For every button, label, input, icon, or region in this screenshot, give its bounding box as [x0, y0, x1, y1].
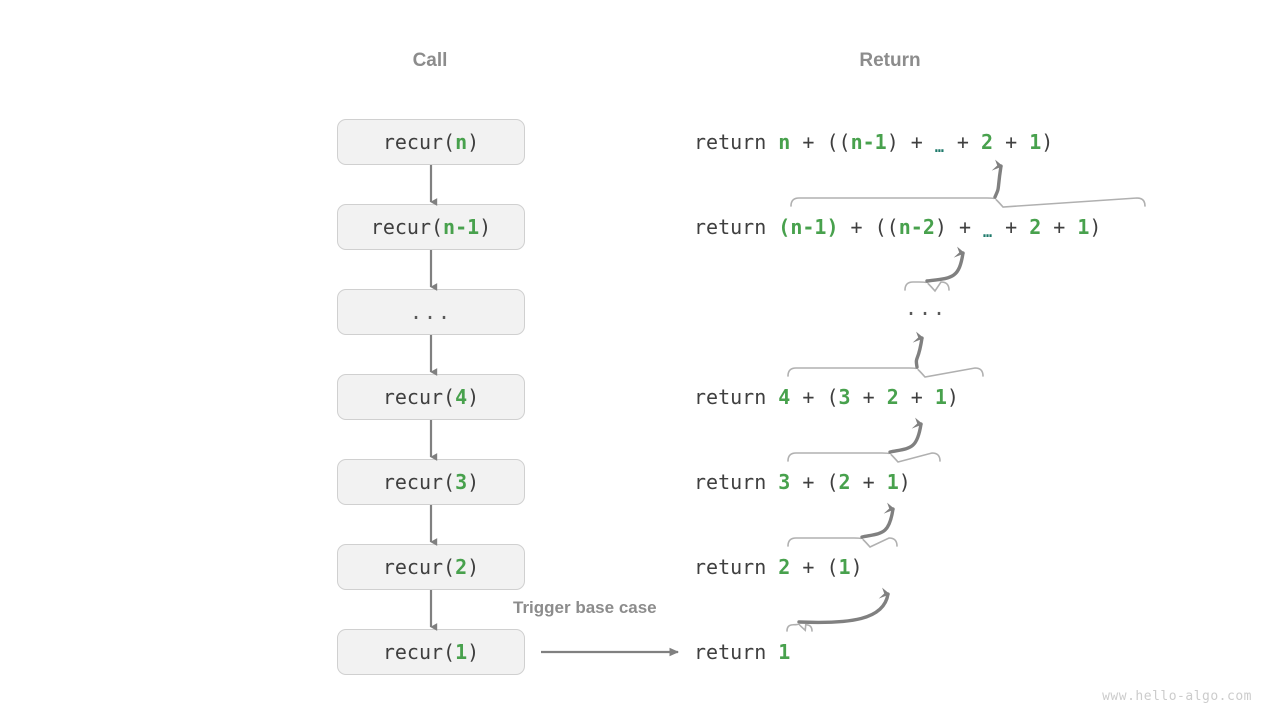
call-box-fn-name: recur(: [382, 555, 456, 579]
call-box-arg: 3: [455, 470, 468, 494]
expr-value: n-2: [898, 215, 935, 239]
call-box-arg: n-1: [443, 215, 480, 239]
expr-operator: + (: [790, 555, 839, 579]
expr-value: 2: [838, 470, 851, 494]
call-box-paren-close: ): [467, 130, 480, 154]
call-box-fn-name: recur(: [382, 470, 456, 494]
expr-operator: + (: [790, 470, 839, 494]
return-line-2: return 2 + (1): [694, 544, 863, 590]
call-box-fn-name: recur(: [382, 640, 456, 664]
expr-value: 1: [1029, 130, 1042, 154]
expr-value: 1: [886, 470, 899, 494]
expr-operator: + (: [790, 385, 839, 409]
return-arrow-2-to-3: [860, 502, 895, 539]
call-box-recur-n-1[interactable]: recur(n-1): [337, 204, 525, 250]
expr-operator: +: [1041, 215, 1078, 239]
watermark: www.hello-algo.com: [1102, 689, 1252, 704]
call-box-recur-n[interactable]: recur(n): [337, 119, 525, 165]
expr-ellipsis: …: [983, 223, 994, 241]
call-box-fn-name: recur(: [382, 385, 456, 409]
return-keyword: return: [694, 215, 779, 239]
return-arrow-3-to-4: [888, 417, 923, 454]
return-line-3: return 3 + (2 + 1): [694, 459, 911, 505]
brace-return-1: [786, 623, 813, 632]
call-box-paren-close: ): [467, 555, 480, 579]
return-keyword: return: [694, 555, 779, 579]
return-arrow-dots-to-2: [925, 246, 965, 283]
expr-value: 1: [934, 385, 947, 409]
expr-operator: ): [1041, 130, 1054, 154]
expr-value: 2: [886, 385, 899, 409]
call-box-fn-name: recur(: [382, 130, 456, 154]
expr-operator: ) +: [934, 215, 984, 239]
expr-value: 1: [838, 555, 851, 579]
expr-value: 4: [778, 385, 791, 409]
call-box-recur-4[interactable]: recur(4): [337, 374, 525, 420]
call-box-arg: 1: [455, 640, 468, 664]
call-box-paren-close: ): [467, 385, 480, 409]
expr-value: 1: [1077, 215, 1090, 239]
expr-value: (n-1): [778, 215, 839, 239]
call-box-recur-3[interactable]: recur(3): [337, 459, 525, 505]
return-line-n-1: return (n-1) + ((n-2) + … + 2 + 1): [694, 204, 1101, 250]
expr-value: 3: [838, 385, 851, 409]
call-box-ellipsis[interactable]: ...: [337, 289, 525, 335]
call-box-arg: 4: [455, 385, 468, 409]
expr-operator: +: [993, 130, 1030, 154]
expr-value: 3: [778, 470, 791, 494]
call-box-arg: n: [455, 130, 468, 154]
call-box-recur-2[interactable]: recur(2): [337, 544, 525, 590]
expr-operator: + ((: [790, 130, 851, 154]
call-box-recur-1[interactable]: recur(1): [337, 629, 525, 675]
expr-value: 2: [981, 130, 994, 154]
return-keyword: return: [694, 385, 779, 409]
return-keyword: return: [694, 640, 779, 664]
call-box-paren-close: ): [467, 640, 480, 664]
expr-operator: ): [898, 470, 911, 494]
column-header-return: Return: [859, 50, 921, 71]
trigger-base-case-label: Trigger base case: [513, 598, 657, 617]
expr-operator: ): [946, 385, 959, 409]
call-box-fn-name: recur(: [370, 215, 444, 239]
expr-value: 2: [1029, 215, 1042, 239]
brace-return-ellipsis: [904, 281, 950, 293]
expr-operator: + ((: [838, 215, 899, 239]
expr-value: 1: [778, 640, 791, 664]
return-arrow-1-to-2: [797, 587, 890, 625]
expr-operator: ) +: [886, 130, 935, 154]
call-box-arg: 2: [455, 555, 468, 579]
expr-operator: +: [850, 385, 887, 409]
expr-value: 2: [778, 555, 791, 579]
return-line-4: return 4 + (3 + 2 + 1): [694, 374, 959, 420]
return-line-1: return 1: [694, 629, 790, 675]
expr-ellipsis: …: [934, 138, 945, 156]
call-box-label: ...: [409, 300, 453, 324]
expr-operator: +: [898, 385, 935, 409]
expr-value: n-1: [850, 130, 887, 154]
return-keyword: return: [694, 470, 779, 494]
return-ellipsis-row: ...: [904, 296, 948, 320]
return-line-n: return n + ((n-1) + … + 2 + 1): [694, 119, 1053, 165]
return-arrow-4-to-dots: [912, 331, 924, 369]
return-keyword: return: [694, 130, 779, 154]
call-box-paren-close: ): [467, 470, 480, 494]
return-arrow-2-to-1: [991, 159, 1003, 199]
call-box-paren-close: ): [479, 215, 492, 239]
expr-operator: +: [993, 215, 1030, 239]
expr-operator: ): [850, 555, 863, 579]
expr-operator: +: [944, 130, 982, 154]
expr-operator: +: [850, 470, 887, 494]
expr-operator: ): [1089, 215, 1102, 239]
column-header-call: Call: [412, 50, 448, 71]
expr-value: n: [778, 130, 791, 154]
